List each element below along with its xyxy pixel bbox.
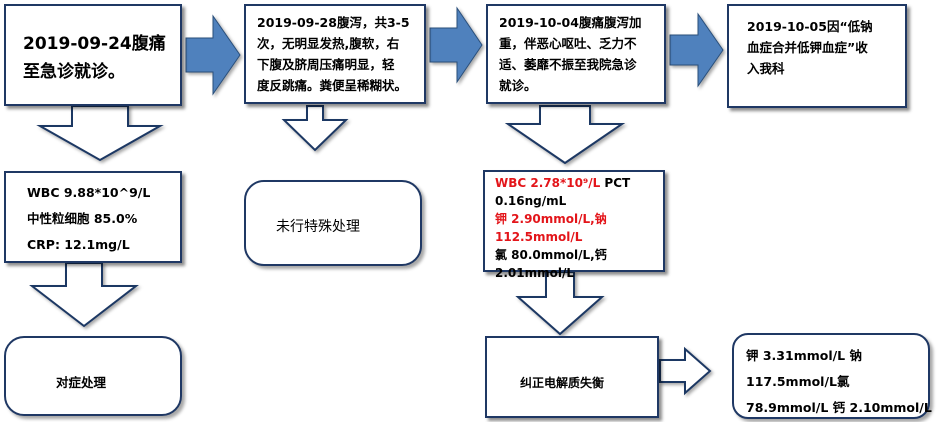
event-text-line: 2019-10-05因“低钠 [747, 19, 873, 34]
right-arrow-3 [669, 12, 724, 88]
lab-text-line: 2.01mmol/L [495, 266, 575, 280]
lab-text-line: CRP: 12.1mg/L [27, 237, 130, 252]
event-box-admission: 2019-10-05因“低钠 血症合并低钾血症”收 入我科 [727, 4, 907, 108]
event-text-line: 下腹及脐周压痛明显，轻 [257, 57, 395, 72]
treatment-text: 未行特殊处理 [276, 219, 360, 235]
result-text-line: 117.5mmol/L氯 [746, 374, 850, 389]
event-box-diarrhea: 2019-09-28腹泻，共3-5 次，无明显发热,腹软，右 下腹及脐周压痛明显… [244, 4, 426, 104]
treatment-box-electrolyte: 纠正电解质失衡 [485, 336, 659, 418]
treatment-text: 对症处理 [56, 375, 107, 390]
treatment-box-none: 未行特殊处理 [244, 180, 422, 266]
event-text-line: 2019-09-24腹痛 [23, 34, 166, 54]
right-arrow-2 [429, 6, 483, 84]
event-box-onset: 2019-09-24腹痛 至急诊就诊。 [4, 4, 182, 106]
event-text-line: 次，无明显发热,腹软，右 [257, 36, 400, 51]
event-text-line: 血症合并低钾血症”收 [747, 40, 868, 55]
result-box-electrolytes: 钾 3.31mmol/L 钠 117.5mmol/L氯 78.9mmol/L 钙… [732, 333, 932, 419]
lab-sodium-abnormal: 112.5mmol/L [495, 230, 583, 244]
down-arrow-5 [515, 271, 605, 336]
down-arrow-2 [281, 105, 349, 152]
lab-box-emergency: WBC 2.78*10⁹/L PCT 0.16ng/mL 钾 2.90mmol/… [483, 170, 665, 280]
lab-pct-label: PCT [600, 176, 631, 190]
event-text-line: 重，伴恶心呕吐、乏力不 [499, 36, 637, 51]
lab-wbc-abnormal: WBC 2.78*10⁹/L [495, 176, 601, 190]
event-box-worsening: 2019-10-04腹痛腹泻加 重，伴恶心呕吐、乏力不 适、萎靡不振至我院急诊 … [486, 4, 666, 104]
lab-text-line: 氯 80.0mmol/L,钙 [495, 248, 607, 262]
right-arrow-outline [659, 346, 712, 396]
lab-text-line: 中性粒细胞 85.0% [27, 211, 138, 226]
result-text-line: 78.9mmol/L 钙 2.10mmol/L [746, 400, 932, 415]
right-arrow-1 [185, 14, 241, 96]
down-arrow-1 [36, 105, 164, 162]
treatment-text: 纠正电解质失衡 [520, 376, 605, 390]
event-text-line: 至急诊就诊。 [23, 62, 125, 82]
event-text-line: 2019-10-04腹痛腹泻加 [499, 15, 642, 30]
lab-box-initial: WBC 9.88*10^9/L 中性粒细胞 85.0% CRP: 12.1mg/… [4, 171, 182, 263]
event-text-line: 2019-09-28腹泻，共3-5 [257, 15, 410, 30]
event-text-line: 度反跳痛。粪便呈稀糊状。 [257, 78, 408, 93]
event-text-line: 适、萎靡不振至我院急诊 [499, 57, 637, 72]
lab-potassium-abnormal: 钾 2.90mmol/L,钠 [495, 212, 607, 226]
treatment-box-symptomatic: 对症处理 [4, 336, 182, 416]
event-text-line: 入我科 [747, 61, 785, 76]
lab-text-line: WBC 2.78*10⁹/L PCT [495, 174, 663, 192]
down-arrow-3 [504, 105, 626, 165]
result-text-line: 钾 3.31mmol/L 钠 [746, 348, 862, 363]
event-text-line: 就诊。 [499, 78, 537, 93]
lab-text-line: WBC 9.88*10^9/L [27, 185, 151, 200]
lab-text-line: 0.16ng/mL [495, 194, 567, 208]
down-arrow-4 [29, 262, 139, 328]
